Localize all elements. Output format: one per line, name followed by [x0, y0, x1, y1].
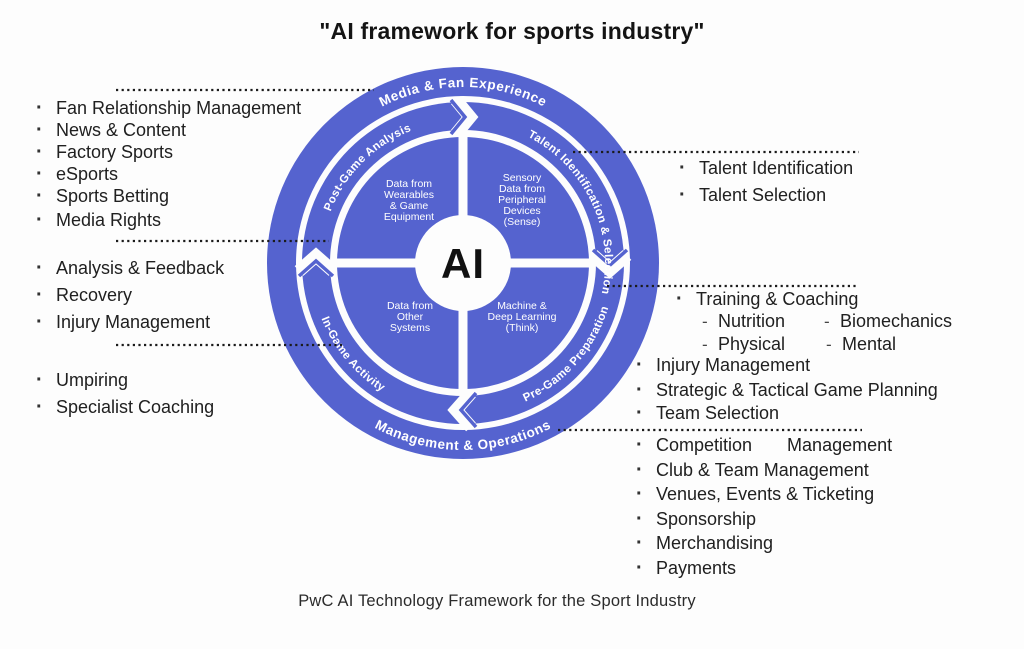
list-item: Umpiring [36, 366, 214, 393]
list-item: Venues, Events & Ticketing [636, 482, 892, 507]
svg-text:(Sense): (Sense) [504, 216, 541, 228]
center-ai-label: AI [441, 240, 485, 287]
list-subitem: Biomechanics [824, 310, 952, 332]
list-subitem: Nutrition [702, 310, 785, 332]
flow-arrow-bottom [447, 388, 478, 432]
media-fan-list: Fan Relationship Management News & Conte… [36, 97, 301, 232]
list-item: Sports Betting [36, 185, 301, 207]
management-list: Competition Management Club & Team Manag… [636, 433, 892, 580]
list-item: Specialist Coaching [36, 393, 214, 420]
svg-text:Other: Other [397, 311, 424, 323]
list-item: Club & Team Management [636, 458, 892, 483]
svg-text:Sensory: Sensory [503, 172, 542, 184]
page-title: "AI framework for sports industry" [319, 18, 705, 44]
list-item: Recovery [36, 281, 224, 308]
list-item: Sponsorship [636, 507, 892, 532]
list-item: Payments [636, 556, 892, 581]
svg-text:Systems: Systems [390, 322, 430, 334]
svg-text:Data from: Data from [386, 178, 432, 190]
flow-arrow-top [449, 95, 479, 139]
svg-text:Wearables: Wearables [384, 189, 434, 201]
list-item: Analysis & Feedback [36, 254, 224, 281]
footer-caption: PwC AI Technology Framework for the Spor… [298, 592, 696, 610]
list-item: Talent Selection [679, 181, 853, 208]
list-item: Team Selection [636, 402, 779, 424]
svg-text:& Game: & Game [390, 200, 429, 212]
list-item: Strategic & Tactical Game Planning [636, 379, 938, 401]
quadrant-bottom-left-text: Data from Other Systems [387, 300, 433, 334]
quadrant-top-right-text: Sensory Data from Peripheral Devices (Se… [498, 172, 546, 228]
quadrant-bottom-right-text: Machine & Deep Learning (Think) [488, 300, 557, 334]
list-item: Fan Relationship Management [36, 97, 301, 119]
svg-text:(Think): (Think) [506, 322, 539, 334]
list-item: Training & Coaching [676, 288, 858, 310]
list-item: Injury Management [636, 354, 810, 376]
list-subitem: Mental [826, 333, 896, 355]
post-game-list: Analysis & Feedback Recovery Injury Mana… [36, 254, 224, 335]
in-game-list: Umpiring Specialist Coaching [36, 366, 214, 420]
quadrant-top-left-text: Data from Wearables & Game Equipment [384, 178, 434, 223]
svg-text:Data from: Data from [499, 183, 545, 195]
list-item: Factory Sports [36, 141, 301, 163]
list-item: Merchandising [636, 531, 892, 556]
svg-text:Machine &: Machine & [497, 300, 547, 312]
list-item: eSports [36, 163, 301, 185]
center-circle [415, 215, 511, 311]
list-subitem: Physical [702, 333, 785, 355]
svg-text:Data from: Data from [387, 300, 433, 312]
svg-text:Peripheral: Peripheral [498, 194, 546, 206]
svg-text:Equipment: Equipment [384, 211, 434, 223]
list-item: Injury Management [36, 308, 224, 335]
svg-text:Devices: Devices [503, 205, 540, 217]
list-item: Talent Identification [679, 154, 853, 181]
svg-text:Deep Learning: Deep Learning [488, 311, 557, 323]
list-item: Media Rights [36, 207, 301, 232]
talent-list: Talent Identification Talent Selection [679, 154, 853, 208]
list-item: News & Content [36, 119, 301, 141]
flow-arrow-left [294, 247, 338, 278]
list-item: Competition Management [636, 433, 892, 458]
flow-arrow-right [588, 248, 632, 279]
